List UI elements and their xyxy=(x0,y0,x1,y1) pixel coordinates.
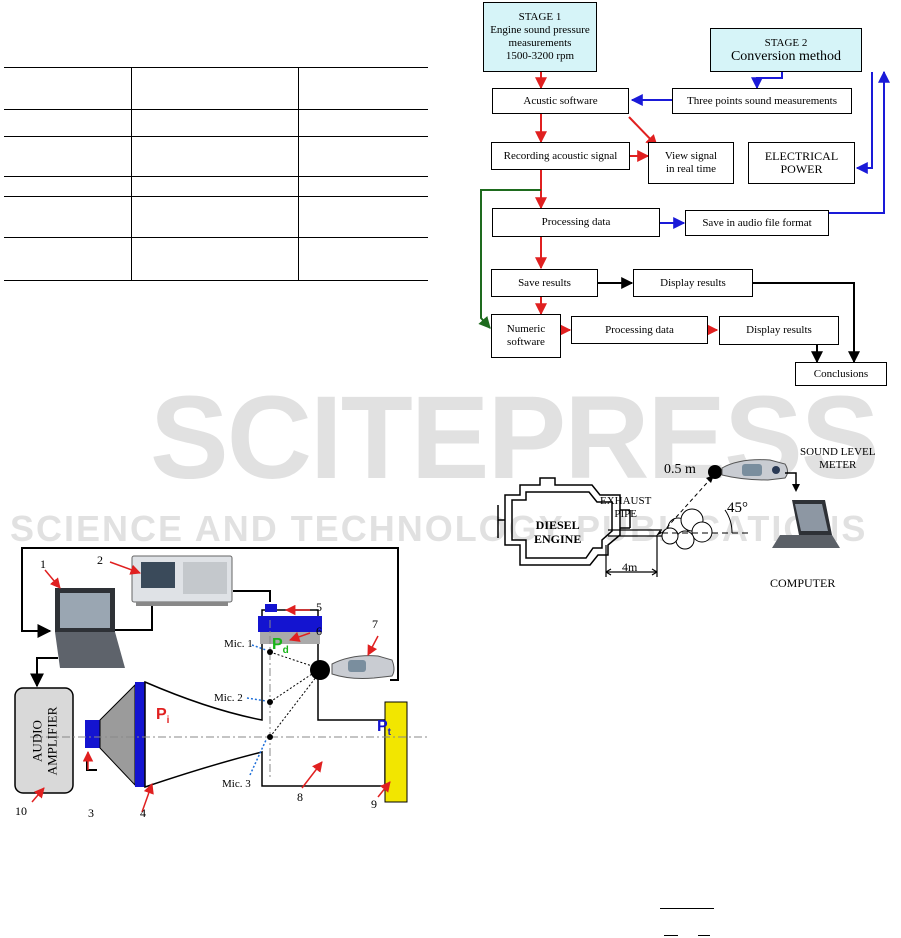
lab-number-6: 6 xyxy=(316,624,322,638)
lab-number-2: 2 xyxy=(97,553,103,567)
lab-number-8: 8 xyxy=(297,790,303,804)
computer-icon xyxy=(772,500,840,548)
exhaust-pipe xyxy=(605,529,662,577)
speaker-driver xyxy=(85,720,100,748)
table-row xyxy=(4,237,428,281)
stage1-box: STAGE 1 Engine sound pressure measuremen… xyxy=(483,2,597,72)
display-results-box-1: Display results xyxy=(633,269,753,297)
stage2-title: STAGE 2 xyxy=(764,37,808,49)
table-row xyxy=(4,136,428,177)
engine-setup-diagram xyxy=(497,459,840,577)
table-row xyxy=(4,176,428,197)
lab-number-3: 3 xyxy=(88,806,94,820)
stage2-box: STAGE 2 Conversion method xyxy=(710,28,862,72)
table-cell xyxy=(297,196,428,238)
stage2-subtitle: Conversion method xyxy=(730,49,842,64)
flowchart-arrows xyxy=(478,70,890,364)
audio-amplifier-label: AUDIO AMPLIFIER xyxy=(29,706,59,775)
diesel-engine-label: DIESEL ENGINE xyxy=(534,518,582,546)
recording-box: Recording acoustic signal xyxy=(491,142,630,170)
conclusions-box: Conclusions xyxy=(795,362,887,386)
fraction-bar xyxy=(660,908,714,909)
save-results-box: Save results xyxy=(491,269,598,297)
sound-level-meter-icon xyxy=(331,655,395,679)
table-row xyxy=(4,196,428,238)
exhaust-pipe-label: EXHAUST PIPE xyxy=(600,495,652,520)
three-points-box: Three points sound measurements xyxy=(672,88,852,114)
table-cell xyxy=(4,136,132,177)
watermark-logo: SCITEPRESS xyxy=(150,372,880,504)
numeric-software-box: Numeric software xyxy=(491,314,561,358)
mic2-label: Mic. 2 xyxy=(214,692,243,704)
distance-4-label: 4m xyxy=(622,560,638,574)
oscilloscope-icon xyxy=(131,555,233,606)
processing-data-box-2: Processing data xyxy=(571,316,708,344)
save-audio-box: Save in audio file format xyxy=(685,210,829,236)
electrical-power-box: ELECTRICAL POWER xyxy=(748,142,855,184)
acustic-software-box: Acustic software xyxy=(492,88,629,114)
mic1-label: Mic. 1 xyxy=(224,638,253,650)
lab-number-10: 10 xyxy=(15,804,27,818)
lab-number-1: 1 xyxy=(40,557,46,571)
sound-level-meter-label: SOUND LEVEL METER xyxy=(800,446,876,471)
microphone-icon xyxy=(708,465,722,479)
table-cell xyxy=(297,136,428,177)
table-cell xyxy=(297,109,428,137)
termination-plate xyxy=(384,701,408,803)
computer-label: COMPUTER xyxy=(770,576,836,590)
top-cap xyxy=(258,616,322,632)
lab-number-4: 4 xyxy=(140,806,146,820)
diesel-engine-outline xyxy=(497,477,631,566)
sound-level-meter-icon xyxy=(721,459,788,481)
lab-number-5: 5 xyxy=(316,600,322,614)
distance-05-label: 0.5 m xyxy=(664,462,696,477)
processing-data-box-1: Processing data xyxy=(492,208,660,237)
data-table xyxy=(4,67,428,281)
lab-setup-diagram xyxy=(14,547,430,813)
mic3-label: Mic. 3 xyxy=(222,778,251,790)
table-cell xyxy=(4,237,132,281)
table-cell xyxy=(297,67,428,110)
lab-number-7: 7 xyxy=(372,617,378,631)
lab-number-9: 9 xyxy=(371,797,377,811)
view-signal-box: View signal in real time xyxy=(648,142,734,184)
pd-label: Pd xyxy=(272,636,289,657)
watermark-subtitle: SCIENCE AND TECHNOLOGY PUBLICATIONS xyxy=(10,508,868,549)
display-results-box-2: Display results xyxy=(719,316,839,345)
table-cell xyxy=(4,67,132,110)
table-cell xyxy=(131,237,299,281)
pt-label: Pt xyxy=(377,718,392,739)
fraction-bar-2 xyxy=(664,935,678,936)
angle-label: 45° xyxy=(727,500,748,516)
table-cell xyxy=(297,237,428,281)
table-cell xyxy=(131,196,299,238)
pi-label: Pi xyxy=(156,706,170,727)
speaker-cone xyxy=(135,682,145,787)
smoke-cloud xyxy=(661,508,713,550)
laptop-icon xyxy=(55,588,125,668)
fraction-bar-3 xyxy=(698,935,710,936)
speaker-horn xyxy=(99,683,136,787)
